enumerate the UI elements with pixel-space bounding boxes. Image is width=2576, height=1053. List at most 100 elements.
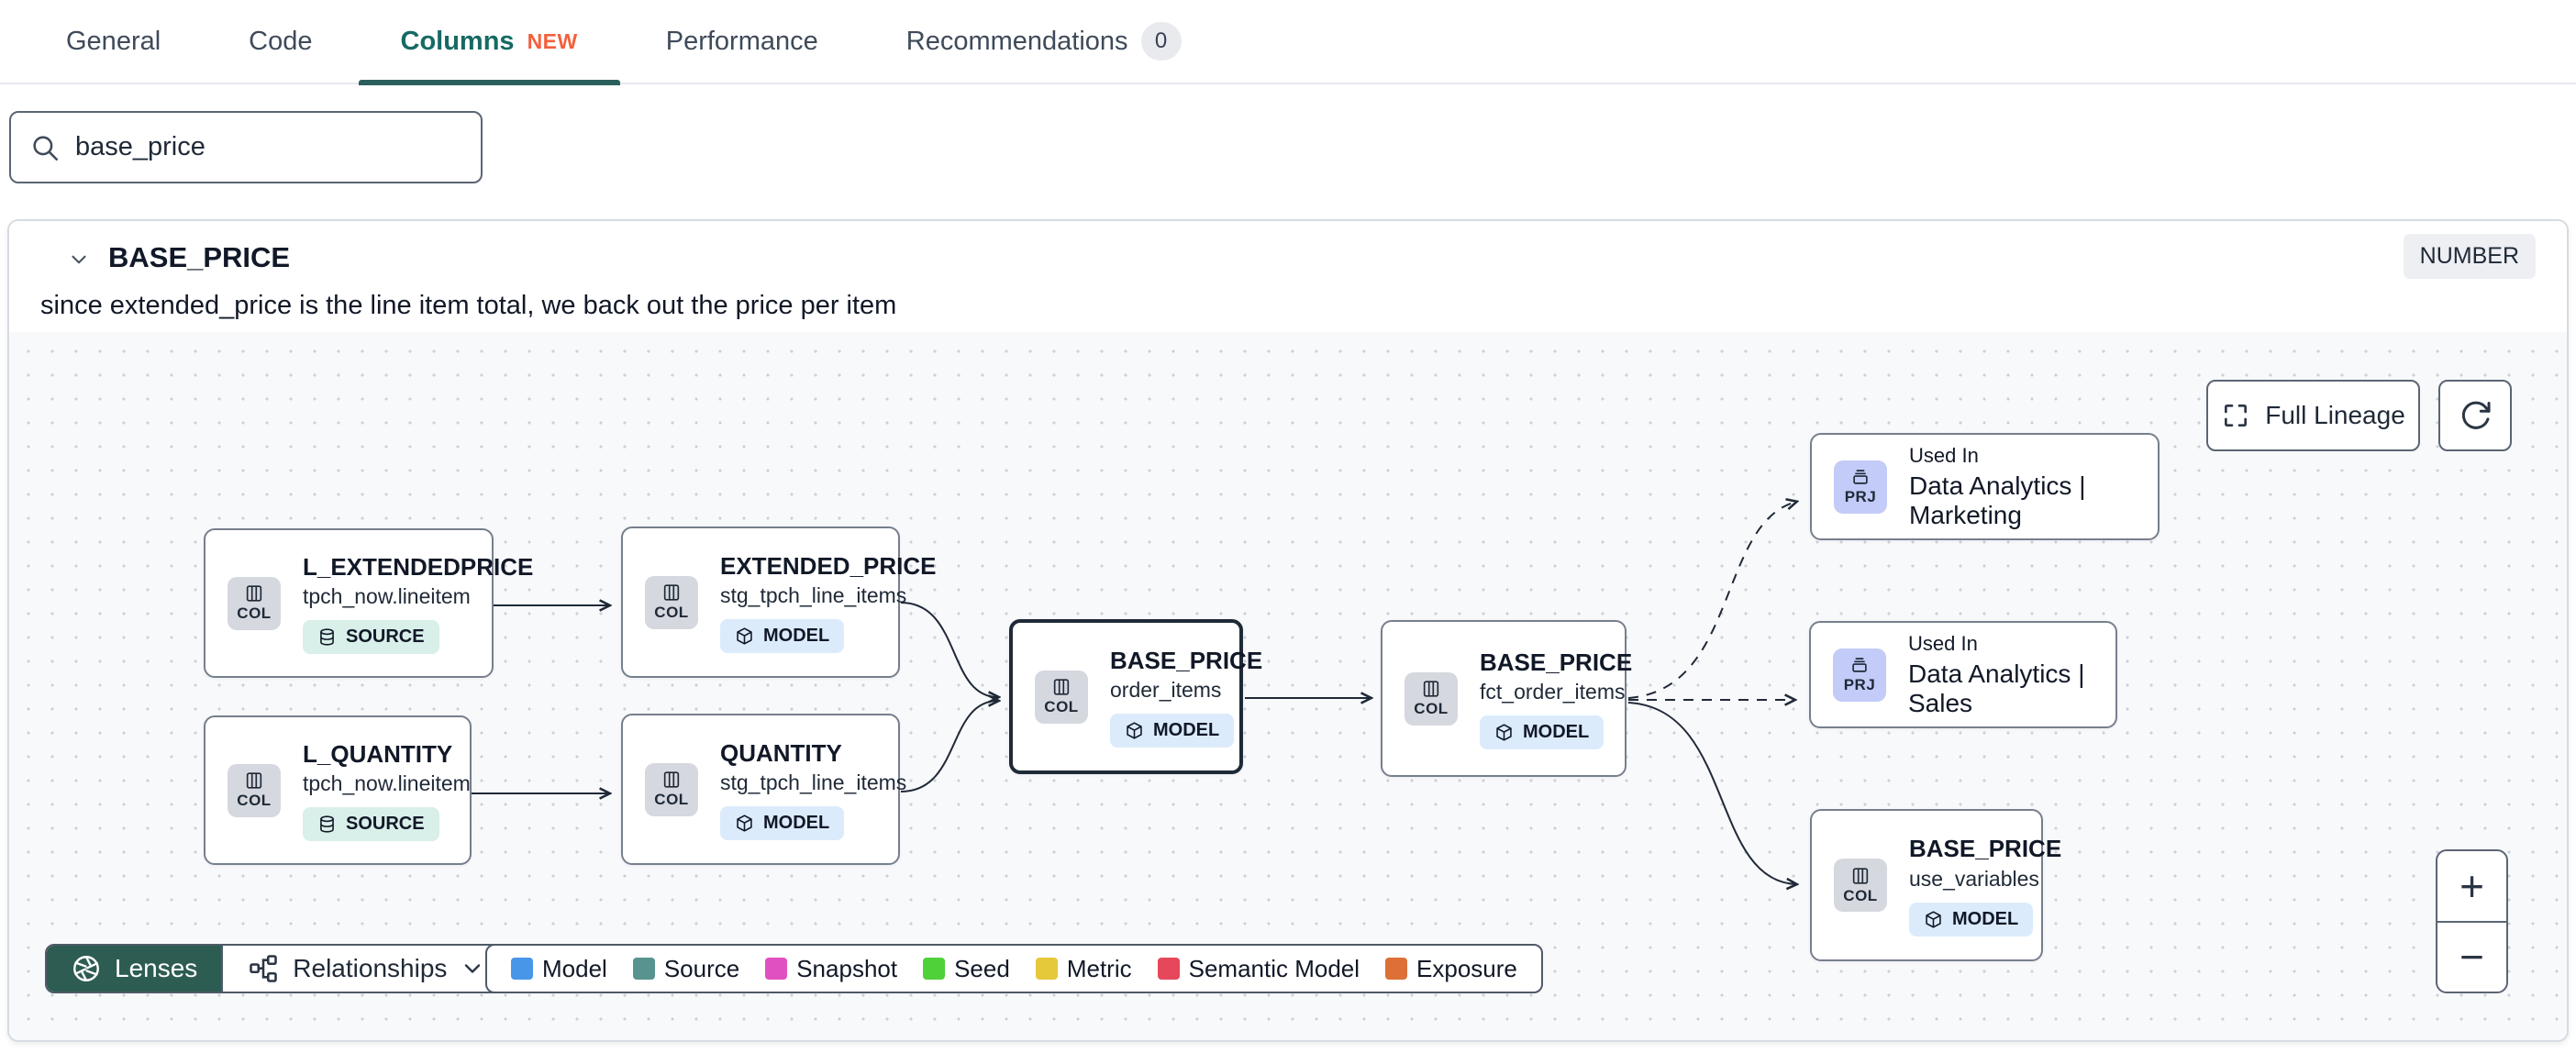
tab-general[interactable]: General [66,0,161,83]
column-kind-badge: COL [228,763,281,817]
database-icon [320,815,334,833]
node-title: BASE_PRICE [1909,835,2062,863]
columns-icon [1053,679,1070,695]
node-title: EXTENDED_PRICE [720,551,937,580]
column-description: since extended_price is the line item to… [40,291,897,320]
node-subtitle: tpch_now.lineitem [303,584,471,609]
node-subtitle: tpch_now.lineitem [303,771,471,796]
column-kind-badge: COL [228,576,281,630]
kind-label: COL [654,604,689,621]
column-panel: BASE_PRICE NUMBER since extended_price i… [7,219,2569,1042]
columns-icon [663,771,680,788]
tab-performance[interactable]: Performance [666,0,818,83]
kind-label: PRJ [1843,676,1876,693]
tab-label: Recommendations [905,26,1128,56]
pill-label: MODEL [1153,720,1220,741]
legend-label: Semantic Model [1188,954,1360,982]
node-used-in-marketing[interactable]: PRJ Used In Data Analytics | Marketing [1810,433,2160,540]
node-body: Used In Data Analytics | Sales [1908,632,2093,718]
legend-swatch [1157,958,1180,980]
project-kind-badge: PRJ [1834,460,1887,514]
legend-swatch [923,958,946,980]
project-name: Data Analytics | Marketing [1909,471,2086,529]
node-base-price-fct-order-items[interactable]: COL BASE_PRICE fct_order_items MODEL [1381,620,1632,777]
stack-icon [1852,658,1867,672]
source-pill: SOURCE [303,620,439,655]
node-title: QUANTITY [720,738,842,767]
full-lineage-label: Full Lineage [2265,401,2405,429]
kind-label: COL [654,791,689,808]
legend-swatch [511,958,533,980]
node-quantity[interactable]: COL QUANTITY stg_tpch_line_items MODEL [621,714,906,865]
kind-label: COL [237,792,272,809]
node-l-quantity[interactable]: COL L_QUANTITY tpch_now.lineitem SOURCE [204,715,472,865]
node-title: L_EXTENDEDPRICE [303,552,534,581]
node-extended-price[interactable]: COL EXTENDED_PRICE stg_tpch_line_items M… [621,526,937,678]
node-l-extendedprice[interactable]: COL L_EXTENDEDPRICE tpch_now.lineitem SO… [204,528,533,678]
pill-label: MODEL [1952,908,2019,929]
legend-item-seed: Seed [923,955,1010,983]
lenses-button[interactable]: Lenses [47,946,222,992]
legend-item-model: Model [511,955,607,983]
tab-label: Code [249,26,313,56]
lineage-canvas[interactable] [9,332,2567,1040]
legend-item-snapshot: Snapshot [765,955,897,983]
node-subtitle: stg_tpch_line_items [720,770,907,795]
relationships-dropdown[interactable]: Relationships [221,946,509,992]
legend-swatch [1035,958,1058,980]
zoom-in-icon: + [2459,861,2484,910]
pill-label: SOURCE [346,814,425,835]
column-panel-header: BASE_PRICE NUMBER since extended_price i… [9,221,2567,332]
column-kind-badge: COL [645,762,698,816]
project-name: Data Analytics | Sales [1908,659,2085,717]
used-in-label: Used In [1908,631,1978,655]
legend-item-metric: Metric [1035,955,1132,983]
model-pill: MODEL [1480,715,1604,750]
columns-icon [246,772,262,789]
collapse-chevron-icon[interactable] [59,239,99,280]
tab-code[interactable]: Code [249,0,312,83]
node-body: QUANTITY stg_tpch_line_items MODEL [720,738,907,841]
kind-label: COL [1414,700,1449,717]
chevron-down-icon [465,964,481,973]
legend-swatch [632,958,655,980]
node-body: BASE_PRICE fct_order_items MODEL [1480,648,1633,750]
columns-icon [246,585,262,602]
legend-swatch [1385,958,1408,980]
refresh-icon [2458,398,2493,433]
column-kind-badge: COL [1834,859,1887,912]
tab-label: Columns [400,26,515,56]
refresh-button[interactable] [2438,380,2512,451]
tab-recommendations[interactable]: Recommendations 0 [906,0,1182,83]
cube-icon [737,627,752,645]
model-pill: MODEL [720,806,845,841]
zoom-out-button[interactable]: − [2437,923,2506,992]
search-input[interactable] [75,132,462,162]
kind-label: COL [237,604,272,622]
node-base-price-order-items[interactable]: COL BASE_PRICE order_items MODEL [1009,619,1262,774]
tab-columns[interactable]: Columns NEW [358,0,621,85]
pill-label: MODEL [1523,722,1590,743]
legend-label: Model [542,954,607,982]
column-title: BASE_PRICE [108,241,291,273]
node-used-in-sales[interactable]: PRJ Used In Data Analytics | Sales [1809,621,2117,728]
relationships-label: Relationships [293,954,448,982]
legend-label: Snapshot [796,954,898,982]
node-title: BASE_PRICE [1480,648,1633,676]
database-icon [320,628,334,646]
node-body: BASE_PRICE order_items MODEL [1110,646,1262,748]
node-title: L_QUANTITY [303,739,453,768]
node-title: BASE_PRICE [1110,646,1263,674]
node-base-price-use-variables[interactable]: COL BASE_PRICE use_variables MODEL [1810,809,2061,961]
kind-label: PRJ [1844,488,1877,505]
zoom-in-button[interactable]: + [2437,851,2506,923]
full-lineage-button[interactable]: Full Lineage [2206,380,2420,451]
cube-icon [1496,724,1512,741]
legend-item-source: Source [632,955,739,983]
node-body: L_EXTENDEDPRICE tpch_now.lineitem SOURCE [303,552,534,655]
zoom-controls: + − [2436,849,2508,993]
pill-label: SOURCE [346,626,425,648]
source-pill: SOURCE [303,807,439,842]
cube-icon [1926,911,1941,928]
